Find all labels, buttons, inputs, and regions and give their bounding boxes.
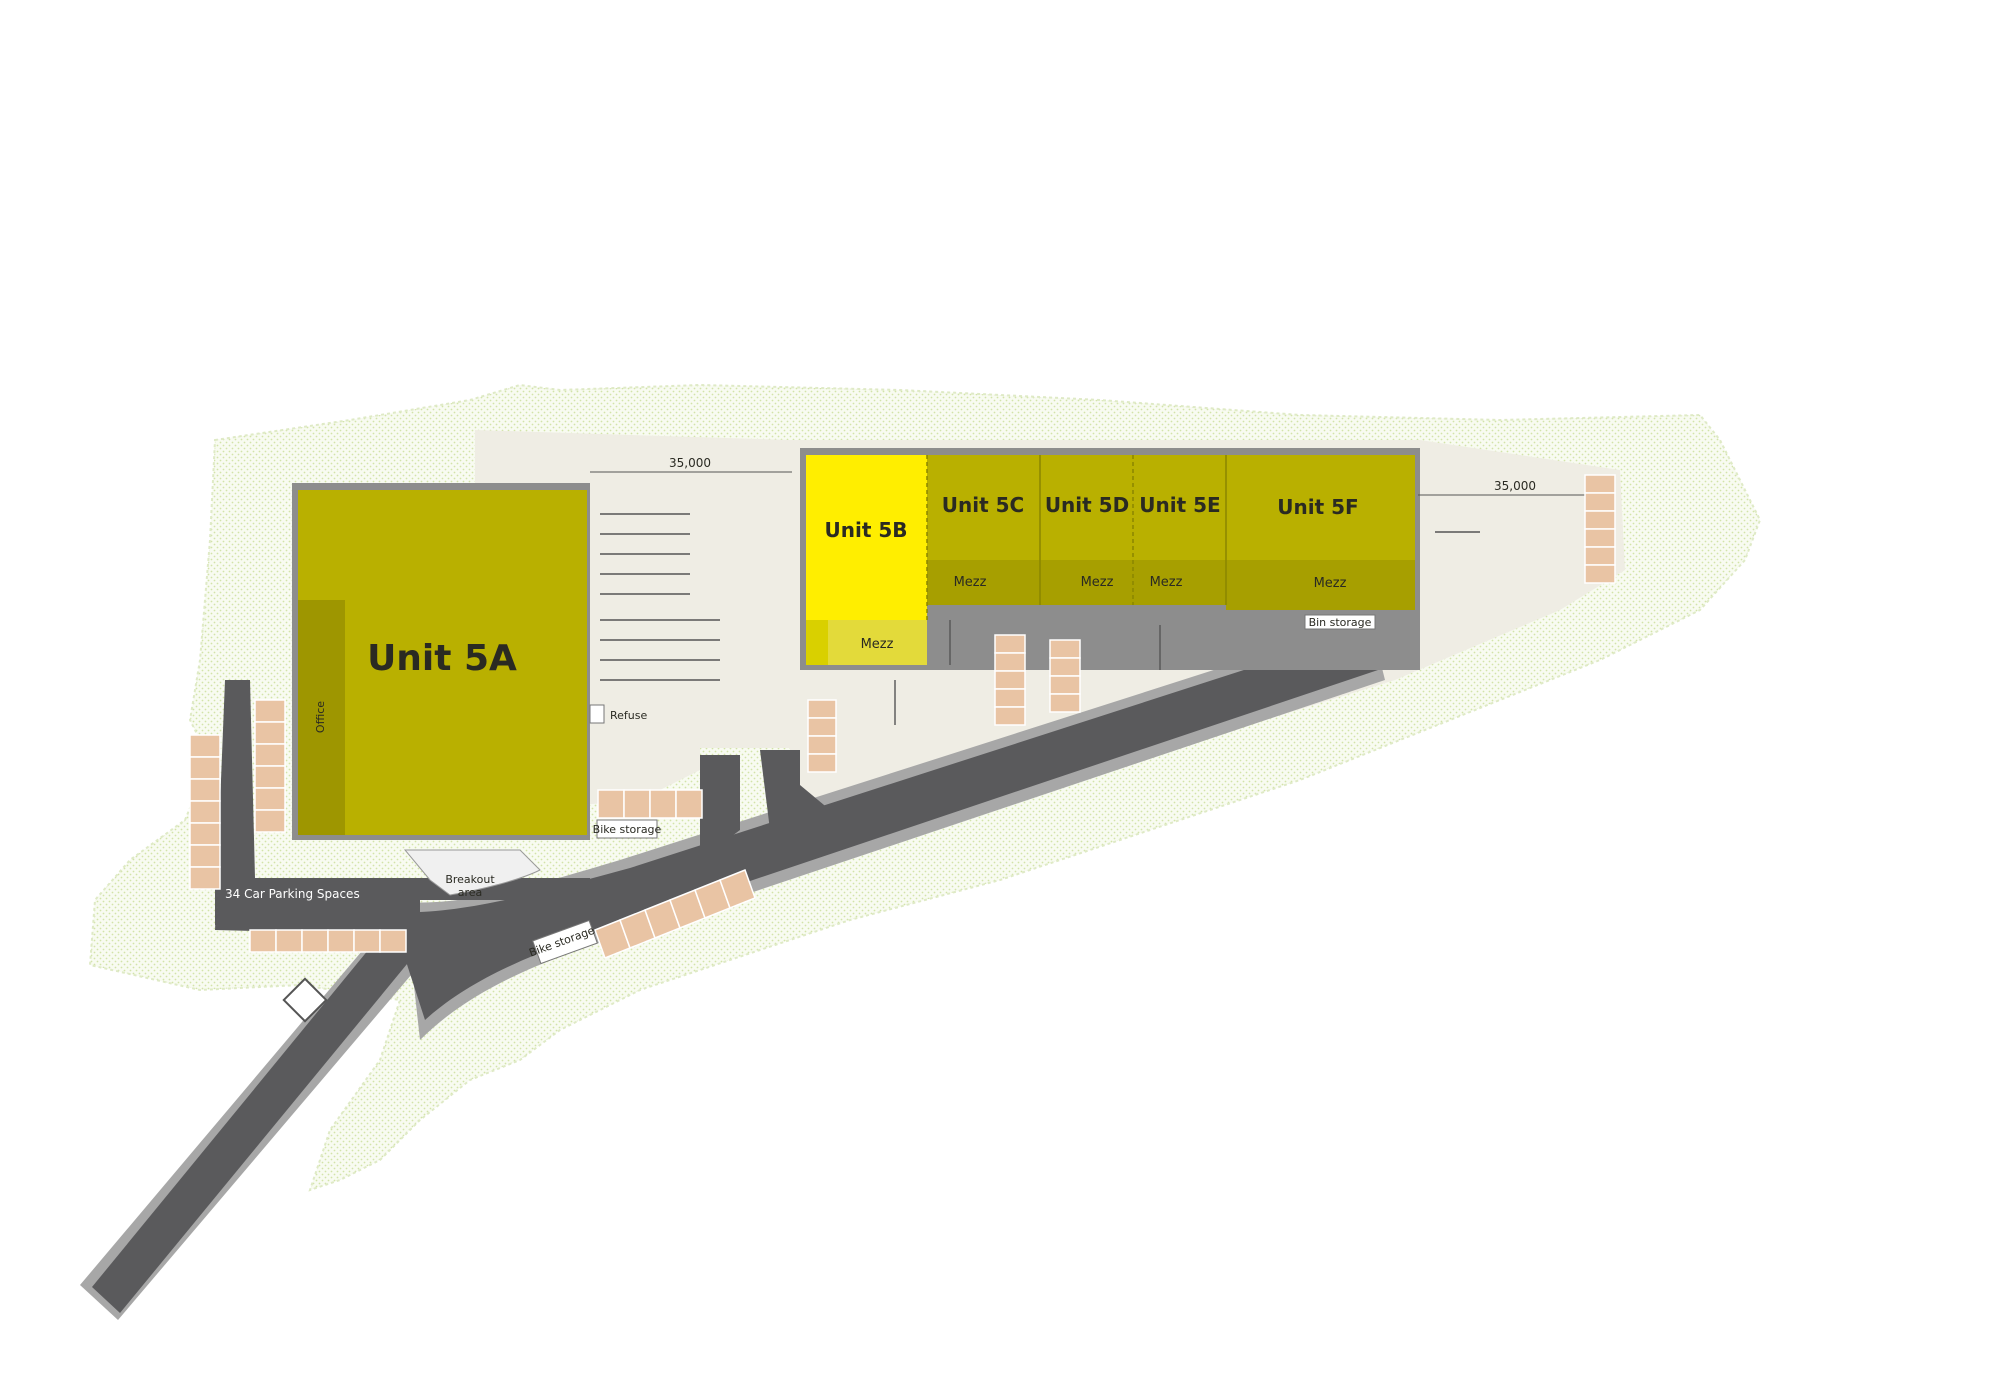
dimension-left: 35,000 bbox=[669, 456, 711, 470]
bike-storage-upper-box bbox=[596, 819, 658, 839]
unit-5a-label: Unit 5A bbox=[367, 638, 517, 679]
unit-5f-label: Unit 5F bbox=[1277, 495, 1358, 519]
car-park-road-lower bbox=[215, 878, 420, 925]
road-spur-5b bbox=[760, 750, 830, 830]
road-spur-5a bbox=[700, 755, 740, 860]
bike-storage-lower-box bbox=[532, 919, 598, 965]
dimension-right: 35,000 bbox=[1494, 479, 1536, 493]
unit-5c-mezz bbox=[927, 560, 1040, 605]
parking-bays-left bbox=[189, 699, 286, 890]
unit-5a-office-label: Office bbox=[314, 701, 327, 733]
unit-5e-label: Unit 5E bbox=[1139, 493, 1220, 517]
refuse-label: Refuse bbox=[610, 709, 647, 722]
unit-5d-mezz-label: Mezz bbox=[1081, 575, 1114, 590]
access-road bbox=[92, 905, 435, 1313]
unit-5a[interactable] bbox=[298, 490, 587, 835]
unit-5d-mezz bbox=[1040, 560, 1133, 605]
estate-road bbox=[390, 630, 1378, 1020]
breakout-area bbox=[403, 849, 541, 896]
unit-5e-mezz-label: Mezz bbox=[1150, 575, 1183, 590]
loading-arrows-5a bbox=[600, 513, 720, 681]
refuse-box bbox=[589, 704, 605, 724]
unit-5b-mezz-side bbox=[806, 620, 828, 665]
breakout-label-line1: Breakout bbox=[445, 873, 495, 886]
car-parking-label: 34 Car Parking Spaces bbox=[225, 887, 360, 901]
unit-5f-mezz-label: Mezz bbox=[1314, 576, 1347, 591]
unit-5d-label: Unit 5D bbox=[1045, 493, 1129, 517]
breakout-label-line2: area bbox=[458, 886, 483, 899]
substation bbox=[282, 977, 328, 1023]
unit-5c-label: Unit 5C bbox=[942, 493, 1024, 517]
parking-bays-refuse bbox=[597, 789, 703, 819]
bike-storage-upper-label: Bike storage bbox=[593, 823, 662, 836]
unit-5b-label: Unit 5B bbox=[824, 518, 907, 542]
unit-5a-office bbox=[298, 600, 345, 835]
parking-bays-roadside bbox=[594, 869, 756, 959]
parking-bays-lower bbox=[249, 929, 407, 953]
bin-storage-label: Bin storage bbox=[1309, 616, 1372, 629]
unit-5e-mezz bbox=[1133, 560, 1226, 605]
unit-5c-mezz-label: Mezz bbox=[954, 575, 987, 590]
unit-5f-mezz bbox=[1226, 560, 1415, 610]
unit-5b-mezz-label: Mezz bbox=[861, 637, 894, 652]
bin-storage-box bbox=[1304, 614, 1376, 630]
loading-arrows-right bbox=[894, 531, 1480, 725]
parking-bays-yard bbox=[807, 474, 1616, 773]
